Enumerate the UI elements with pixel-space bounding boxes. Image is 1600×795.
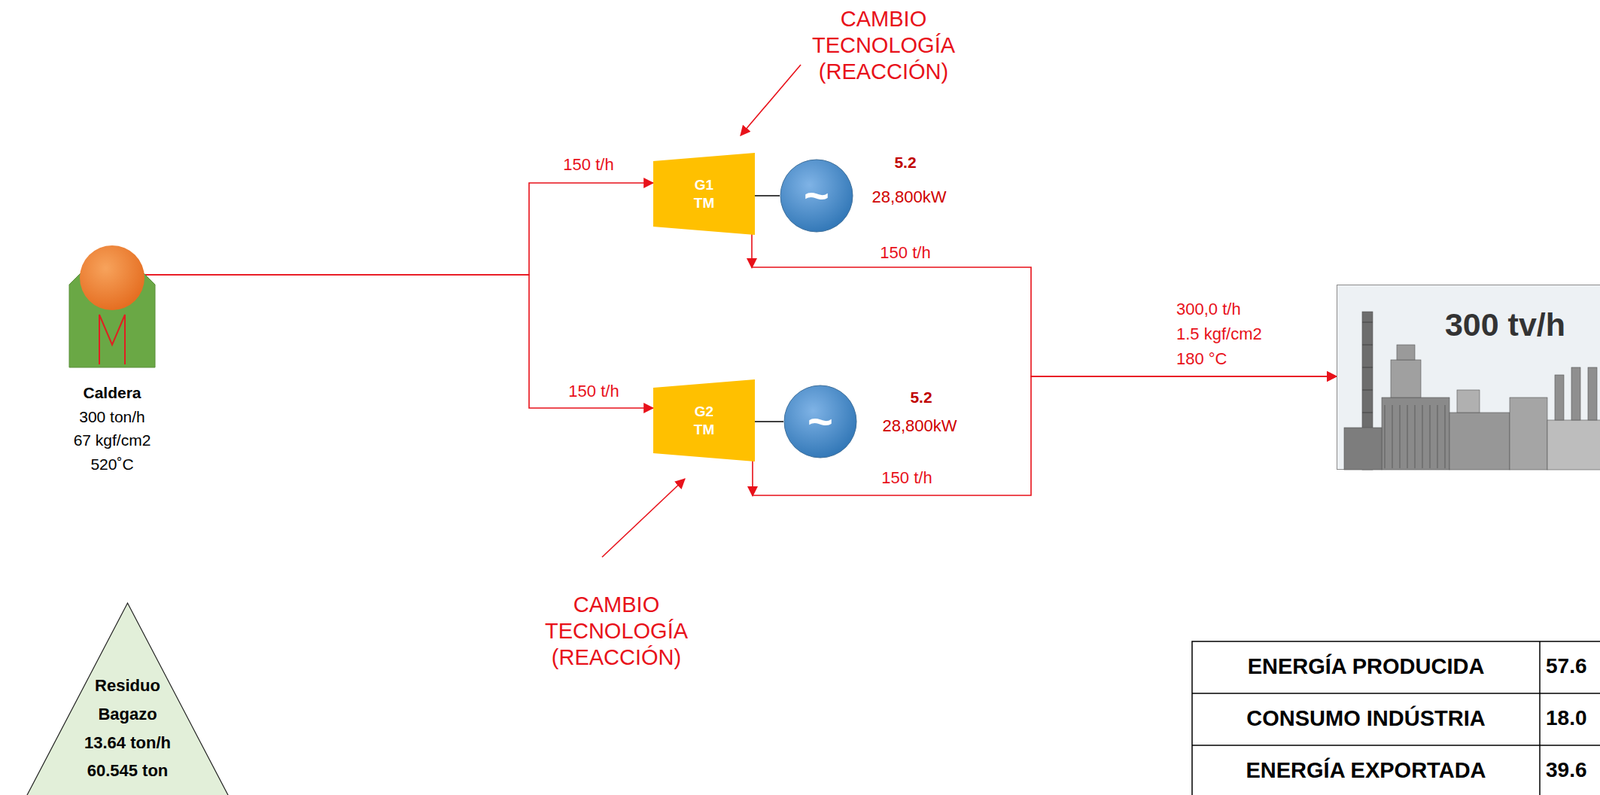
- node-text: G1 TM: [653, 152, 755, 235]
- boiler-outline: [69, 245, 156, 368]
- callout-text: CAMBIO TECNOLOGÍA (REACCIÓN): [796, 6, 971, 85]
- table-cell: ENERGÍA PRODUCIDA: [1247, 653, 1485, 680]
- leader-line: [602, 478, 685, 557]
- flow-label: 150 t/h: [878, 243, 932, 263]
- generator-shape: [784, 385, 857, 458]
- flow-label: 150 t/h: [566, 381, 621, 402]
- generator-node: ~: [783, 384, 858, 459]
- node-label: 60.545 ton: [87, 756, 169, 785]
- node-label: ~: [807, 399, 834, 444]
- power-value: 28,800kW: [882, 416, 957, 436]
- table-cell: ENERGÍA EXPORTADA: [1245, 757, 1486, 784]
- boiler-tubes: [99, 314, 125, 365]
- turbine-outline: [653, 379, 755, 462]
- shaft-line: [754, 420, 784, 423]
- flow-label: 150 t/h: [561, 155, 615, 175]
- steam-line: [751, 234, 1337, 377]
- table-row-line: [1192, 692, 1600, 694]
- table-cell: 18.0: [1545, 705, 1588, 731]
- flow-label: 150 t/h: [879, 468, 934, 488]
- generator-shape: [780, 159, 853, 232]
- power-value: 28,800kW: [871, 187, 947, 207]
- turbine-shape: [653, 152, 755, 235]
- generator-node: ~: [779, 158, 854, 233]
- shaft-line: [754, 194, 780, 197]
- energy-table-grid: [1192, 641, 1600, 795]
- table-row-line: [1192, 744, 1600, 746]
- node-label: G1 TM: [690, 176, 718, 213]
- table-border: [1192, 641, 1600, 795]
- node-label: Caldera: [82, 380, 141, 405]
- turbine-node: G2 TM: [653, 379, 755, 462]
- node-text: 300 tv/h: [1429, 305, 1581, 345]
- node-label: G2 TM: [690, 402, 718, 439]
- steam-line: [144, 182, 654, 275]
- residue-triangle: Residuo Bagazo13.64 ton/h60.545 ton: [25, 602, 230, 795]
- node-label: ~: [803, 173, 830, 218]
- node-text: ~: [783, 384, 858, 459]
- node-label: 520˚C: [90, 452, 134, 477]
- node-label: 300 ton/h: [79, 404, 146, 429]
- turbine-outline: [653, 152, 755, 235]
- steam-line: [752, 376, 1337, 496]
- node-label: 67 kgf/cm2: [73, 428, 152, 453]
- node-text: Residuo Bagazo13.64 ton/h60.545 ton: [25, 671, 230, 785]
- callout-number: 5.2: [909, 387, 932, 407]
- table-column-line: [1539, 641, 1541, 795]
- steam-flow: 300,0 t/h: [1176, 299, 1242, 320]
- turbine-node: G1 TM: [653, 152, 755, 235]
- node-label: 13.64 ton/h: [84, 728, 171, 758]
- node-text: ~: [779, 158, 854, 233]
- callout-number: 5.2: [894, 152, 916, 172]
- boiler-node: Caldera300 ton/h67 kgf/cm2520˚C: [69, 245, 156, 368]
- turbine-shape: [653, 379, 755, 462]
- node-text: Caldera300 ton/h67 kgf/cm2520˚C: [36, 380, 188, 476]
- node-label: 300 tv/h: [1444, 305, 1566, 345]
- callout-text: CAMBIO TECNOLOGÍA (REACCIÓN): [529, 591, 703, 670]
- factory-node: 300 tv/h: [1336, 284, 1600, 470]
- node-label: Residuo Bagazo: [82, 671, 174, 729]
- boiler-drum: [79, 245, 145, 311]
- steam-temperature: 180 °C: [1176, 349, 1228, 369]
- table-cell: 57.6: [1545, 653, 1588, 679]
- steam-line: [144, 274, 654, 408]
- table-cell: 39.6: [1545, 757, 1588, 783]
- triangle-shape: [26, 602, 229, 795]
- leader-line: [740, 64, 801, 136]
- node-text: G2 TM: [653, 379, 755, 462]
- steam-pressure: 1.5 kgf/cm2: [1176, 324, 1263, 344]
- table-cell: CONSUMO INDÚSTRIA: [1246, 705, 1485, 732]
- factory-frame: [1337, 285, 1600, 470]
